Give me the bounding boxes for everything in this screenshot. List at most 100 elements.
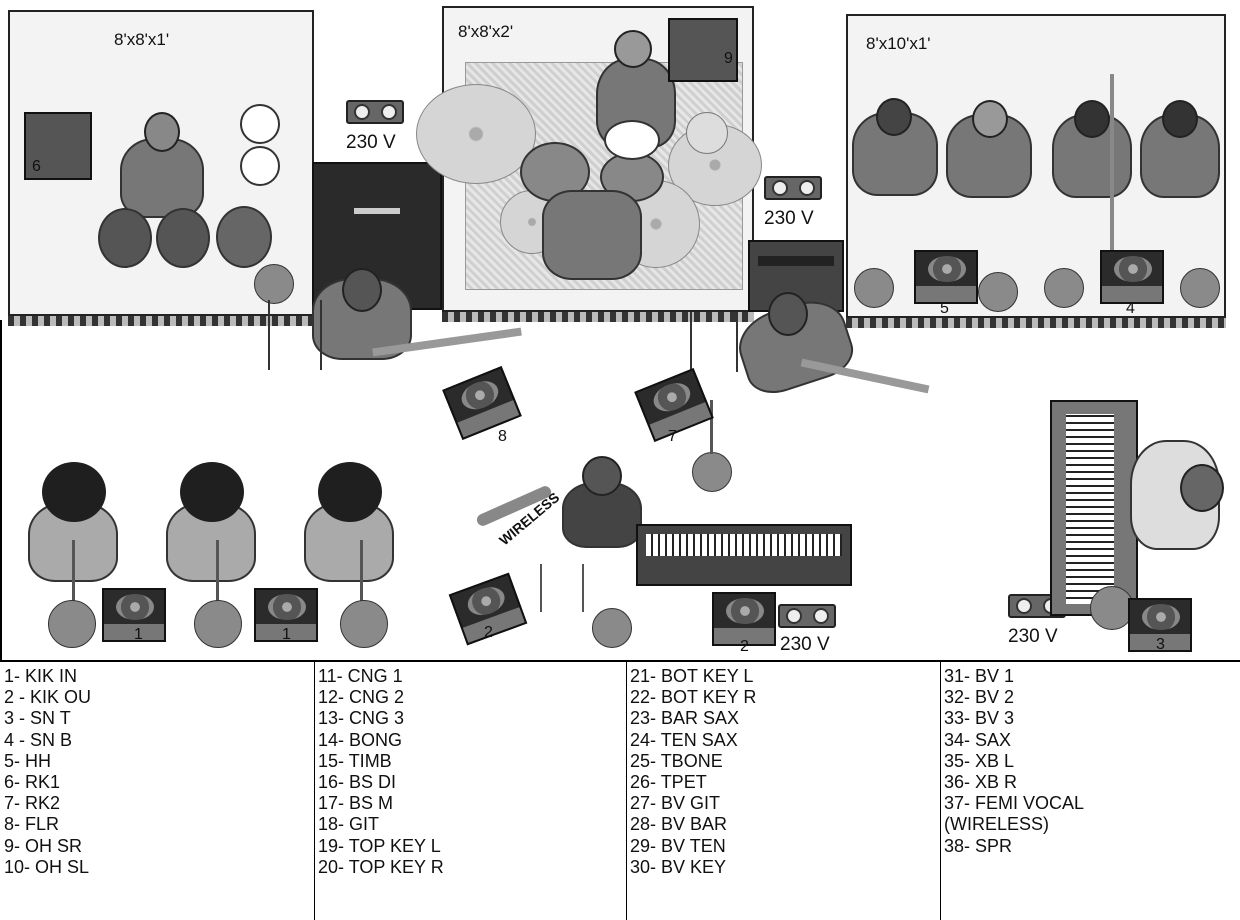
guitar-stand xyxy=(268,300,322,370)
input-channel: 3 - SN T xyxy=(4,708,71,729)
input-channel: 34- SAX xyxy=(944,729,1012,750)
input-channel: 28- BV BAR xyxy=(630,814,728,835)
monitor-number: 3 xyxy=(1156,636,1165,653)
guitar-stand xyxy=(690,312,738,372)
column-divider xyxy=(626,662,627,920)
mic-pole xyxy=(216,540,219,604)
power-label: 230 V xyxy=(346,132,396,153)
monitor-wedge xyxy=(712,592,776,646)
input-channel: 4 - SN B xyxy=(4,729,73,750)
column-divider xyxy=(314,662,315,920)
tom-stand xyxy=(686,112,728,154)
mic-pole xyxy=(360,540,363,604)
input-channel: 25- TBONE xyxy=(630,750,723,771)
input-channel: 15- TIMB xyxy=(318,750,392,771)
bongos xyxy=(240,146,280,186)
conga-1 xyxy=(98,208,152,268)
power-label: 230 V xyxy=(1008,626,1058,647)
input-channel: (WIRELESS) xyxy=(944,814,1050,835)
input-channel: 2 - KIK OU xyxy=(4,687,92,708)
input-channel: 7- RK2 xyxy=(4,793,61,814)
input-channel: 5- HH xyxy=(4,750,52,771)
monitor-number: 8 xyxy=(498,428,507,445)
column-divider xyxy=(940,662,941,920)
input-channel: 30- BV KEY xyxy=(630,856,727,877)
conga-3 xyxy=(216,206,272,268)
mic-stand xyxy=(978,272,1018,312)
monitor-wedge xyxy=(442,365,522,441)
input-channel: 36- XB R xyxy=(944,772,1018,793)
riser-truss xyxy=(8,316,314,326)
input-channel: 8- FLR xyxy=(4,814,60,835)
input-channel: 13- CNG 3 xyxy=(318,708,405,729)
mic-stand xyxy=(340,600,388,648)
monitor-number: 9 xyxy=(724,50,733,67)
monitor-number: 1 xyxy=(282,626,291,643)
mic-pole xyxy=(710,400,713,454)
input-channel: 11- CNG 1 xyxy=(318,666,403,686)
input-channel: 23- BAR SAX xyxy=(630,708,740,729)
input-channel: 37- FEMI VOCAL xyxy=(944,793,1085,814)
input-channel: 27- BV GIT xyxy=(630,793,721,814)
power-label: 230 V xyxy=(780,634,830,655)
power-outlet xyxy=(778,604,836,628)
monitor-number: 4 xyxy=(1126,300,1135,317)
tom xyxy=(520,142,590,202)
monitor-number: 5 xyxy=(940,300,949,317)
drum-fill-speaker xyxy=(668,18,738,82)
riser-size-label: 8'x8'x1' xyxy=(114,30,170,49)
monitor-number: 7 xyxy=(668,428,677,445)
input-channel: 1- KIK IN xyxy=(4,666,78,686)
ride-cymbal xyxy=(416,84,536,184)
mic-pole xyxy=(72,540,75,604)
input-channel: 18- GIT xyxy=(318,814,380,835)
riser-truss xyxy=(442,312,754,322)
mic-stand xyxy=(1090,586,1134,630)
input-channel: 29- BV TEN xyxy=(630,835,726,856)
kick-drum xyxy=(542,190,642,280)
monitor-wedge xyxy=(102,588,166,642)
mic-stand xyxy=(48,600,96,648)
monitor-number: 2 xyxy=(484,624,493,641)
monitor-wedge xyxy=(1100,250,1164,304)
mic-stand xyxy=(592,608,632,648)
sidefill-speaker xyxy=(24,112,92,180)
riser-size-label: 8'x10'x1' xyxy=(866,34,931,53)
conga-2 xyxy=(156,208,210,268)
mic-stand xyxy=(194,600,242,648)
input-channel: 32- BV 2 xyxy=(944,687,1015,708)
input-channel: 17- BS M xyxy=(318,793,394,814)
monitor-number: 2 xyxy=(740,638,749,655)
input-channel: 19- TOP KEY L xyxy=(318,835,441,856)
input-channel: 20- TOP KEY R xyxy=(318,856,444,877)
input-channel: 10- OH SL xyxy=(4,856,90,877)
input-channel: 21- BOT KEY L xyxy=(630,666,754,686)
power-label: 230 V xyxy=(764,208,814,229)
trombone-slide xyxy=(1110,74,1114,304)
riser-size-label: 8'x8'x2' xyxy=(458,22,514,41)
input-channel: 22- BOT KEY R xyxy=(630,687,757,708)
mic-tripod xyxy=(540,564,584,612)
mic-stand xyxy=(1044,268,1084,308)
input-channel: 14- BONG xyxy=(318,729,403,750)
input-channel: 35- XB L xyxy=(944,750,1015,771)
monitor-wedge xyxy=(1128,598,1192,652)
monitor-wedge xyxy=(914,250,978,304)
keyboard-rig xyxy=(1050,400,1138,616)
input-channel: 12- CNG 2 xyxy=(318,687,405,708)
mic-stand xyxy=(254,264,294,304)
input-channel: 33- BV 3 xyxy=(944,708,1015,729)
riser-truss xyxy=(846,318,1226,328)
mic-stand xyxy=(854,268,894,308)
bongos xyxy=(240,104,280,144)
input-channel: 6- RK1 xyxy=(4,772,61,793)
monitor-wedge xyxy=(254,588,318,642)
stage-edge xyxy=(0,320,2,660)
snare xyxy=(604,120,660,160)
monitor-number: 1 xyxy=(134,626,143,643)
